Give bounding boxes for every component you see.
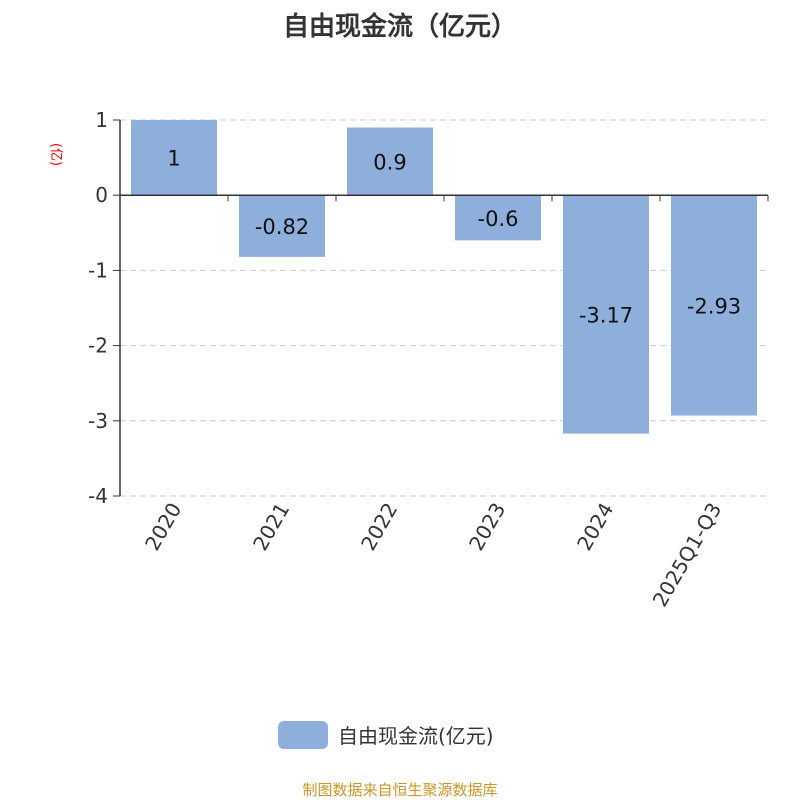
bar [131,120,217,196]
y-tick-label: -1 [88,258,108,282]
x-tick-label: 2022 [356,499,402,555]
x-tick-label: 2020 [140,499,186,555]
chart-title: 自由现金流（亿元） [282,12,517,42]
bar [455,195,541,241]
legend[interactable]: 自由现金流(亿元) [278,720,494,749]
bar [347,127,433,196]
legend-label: 自由现金流(亿元) [338,724,494,748]
x-tick-label: 2025Q1-Q3 [648,499,727,611]
bar [563,195,649,434]
x-tick-label: 2023 [464,499,510,555]
source-note: 制图数据来自恒生聚源数据库 [302,781,498,799]
data-label: -0.6 [478,207,519,231]
data-label: 0.9 [373,150,406,174]
x-tick-label: 2024 [572,499,618,555]
y-tick-label: -2 [88,334,108,358]
legend-swatch [278,720,328,749]
y-tick-label: 0 [95,183,108,207]
data-label: -2.93 [687,294,741,318]
data-label: 1 [167,147,180,171]
data-label: -3.17 [579,303,633,327]
y-tick-label: -4 [88,484,108,508]
data-label: -0.82 [255,215,309,239]
x-tick-label: 2021 [248,499,294,555]
y-tick-label: -3 [88,409,108,433]
y-tick-label: 1 [95,108,108,132]
bar [239,195,325,257]
bar [671,195,757,416]
